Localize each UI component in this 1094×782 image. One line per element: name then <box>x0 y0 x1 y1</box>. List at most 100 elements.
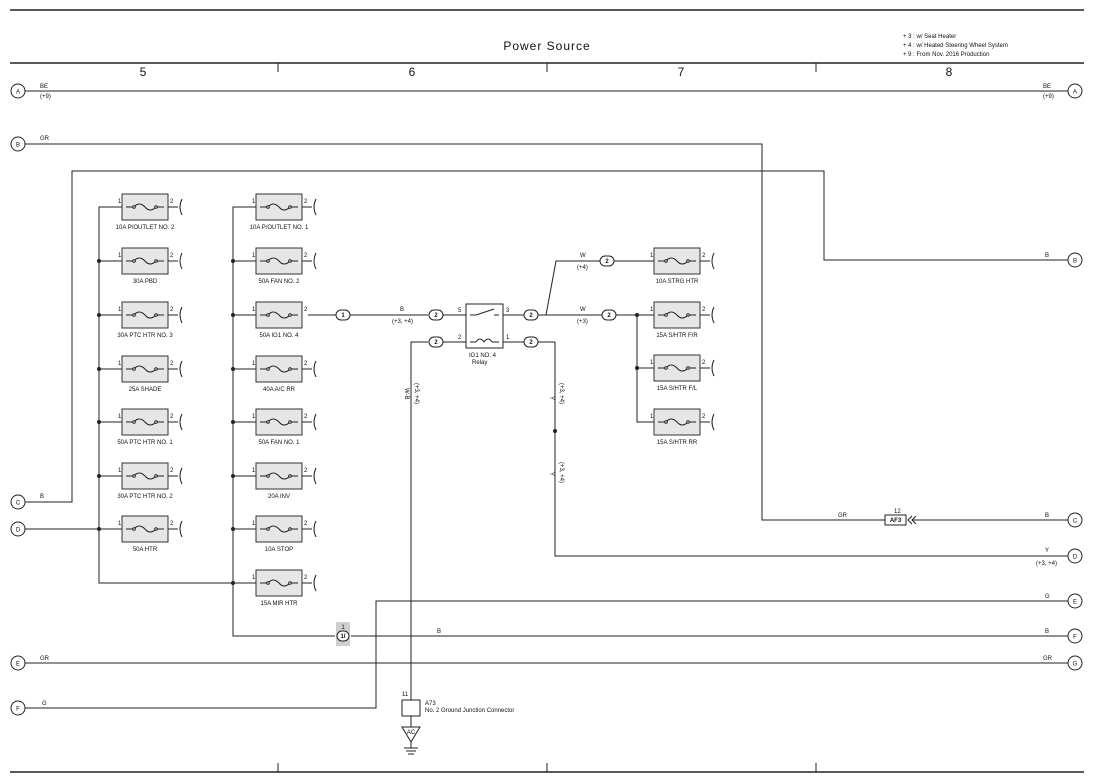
pin-number: 5 <box>458 308 462 314</box>
note-line: + 9 : From Nov. 2016 Production <box>903 52 989 58</box>
wire-note: (+3, +4) <box>558 462 564 483</box>
splice-dot <box>97 420 101 424</box>
edge-connector-e: E <box>1067 593 1083 609</box>
svg-text:C: C <box>16 501 21 507</box>
wire-label: W <box>580 307 586 313</box>
wire-label: GR <box>40 136 50 142</box>
pin-number: 2 <box>170 414 174 420</box>
wire-label: B <box>1045 629 1049 635</box>
splice-dot <box>97 313 101 317</box>
svg-text:No. 2 Ground Junction Connect: No. 2 Ground Junction Connector <box>425 708 514 714</box>
pin-number: 2 <box>304 575 308 581</box>
wire-c-b <box>25 170 1068 503</box>
wire-note: (+3, +4) <box>413 383 419 404</box>
edge-connector-d: D <box>10 521 26 537</box>
pin-number: 1 <box>118 521 122 527</box>
connector-af3: 12 AF3 <box>884 509 917 526</box>
pin-number: 2 <box>304 521 308 527</box>
wire-b-gr <box>25 143 885 521</box>
wire-note: (+9) <box>40 94 51 100</box>
edge-connector-f: F <box>10 700 26 716</box>
fuse-label: 10A P/OUTLET NO. 1 <box>250 225 309 231</box>
column-number: 8 <box>946 65 953 79</box>
splice-dot <box>231 259 235 263</box>
wire-note: (+4) <box>577 265 588 271</box>
fuse-label: 15A S/HTR F/R <box>656 333 698 339</box>
edge-connector-g: G <box>1067 655 1083 671</box>
edge-connector-c: C <box>1067 512 1083 528</box>
wire-label: BE <box>1043 84 1051 90</box>
edge-connector-e: E <box>10 655 26 671</box>
pin-number: 1 <box>252 253 256 259</box>
fuse-label: 30A PTC HTR NO. 2 <box>117 494 173 500</box>
edge-connector-f: F <box>1067 628 1083 644</box>
svg-text:A: A <box>16 90 20 96</box>
pin-number: 2 <box>170 307 174 313</box>
pin-number: 1 <box>118 253 122 259</box>
edge-connector-b: B <box>1067 252 1083 268</box>
wire-label: B <box>437 629 441 635</box>
svg-text:D: D <box>1073 555 1078 561</box>
wire-note: (+3, +4) <box>558 383 564 404</box>
pin-number: 2 <box>304 468 308 474</box>
pin-number: 1 <box>118 361 122 367</box>
pin-number: 2 <box>702 253 706 259</box>
relay-switch <box>475 308 495 316</box>
pin-number: 1 <box>118 307 122 313</box>
fuse-label: 10A STRG HTR <box>656 279 699 285</box>
wire-label: B <box>1045 253 1049 259</box>
svg-text:1: 1 <box>341 625 345 631</box>
fuse-label: 20A INV <box>268 494 290 500</box>
connector-2-w-top: 2 <box>599 255 615 267</box>
fuse-label: 50A PTC HTR NO. 1 <box>117 440 173 446</box>
wire-note: (+9) <box>1043 94 1054 100</box>
wire-label: W <box>580 253 586 259</box>
fuse-label: 10A STOP <box>265 547 293 553</box>
svg-text:D: D <box>16 528 21 534</box>
fuse: 1 2 10A STOP <box>249 515 317 553</box>
pin-number: 1 <box>252 521 256 527</box>
svg-text:G: G <box>1073 662 1078 668</box>
pin-number: 2 <box>702 414 706 420</box>
wire-e-f <box>25 600 1068 709</box>
connector-2-w-mid: 2 <box>601 309 617 321</box>
pin-number: 3 <box>506 308 510 314</box>
note-line: + 4 : w/ Heated Steering Wheel System <box>903 43 1008 49</box>
wire-label: BE <box>40 84 48 90</box>
edge-connector-c: C <box>10 494 26 510</box>
pin-number: 2 <box>702 307 706 313</box>
relay-sub: Relay <box>472 360 487 366</box>
fuse-label: 50A IG1 NO. 4 <box>259 333 299 339</box>
wire-w-b <box>410 341 428 700</box>
pin-number: 1 <box>118 468 122 474</box>
pin-number: 1 <box>252 361 256 367</box>
pin-number: 2 <box>304 361 308 367</box>
svg-text:2: 2 <box>529 340 533 346</box>
pin-number: 1 <box>650 414 654 420</box>
svg-text:2: 2 <box>434 340 438 346</box>
wire-note: (+3, +4) <box>1036 561 1057 567</box>
wire-label: GR <box>1043 656 1053 662</box>
fuse-label: 50A FAN NO. 1 <box>258 440 300 446</box>
svg-text:11: 11 <box>402 692 409 698</box>
pin-number: 2 <box>458 335 462 341</box>
note-line: + 3 : w/ Seat Heater <box>903 34 956 40</box>
connector-1i: 1 1I <box>336 622 350 646</box>
column-number: 7 <box>678 65 685 79</box>
pin-number: 2 <box>304 253 308 259</box>
pin-number: 2 <box>170 521 174 527</box>
edge-connector-a: A <box>10 83 26 99</box>
splice-dot <box>97 527 101 531</box>
wire-label: B <box>40 494 44 500</box>
pin-number: 1 <box>252 414 256 420</box>
